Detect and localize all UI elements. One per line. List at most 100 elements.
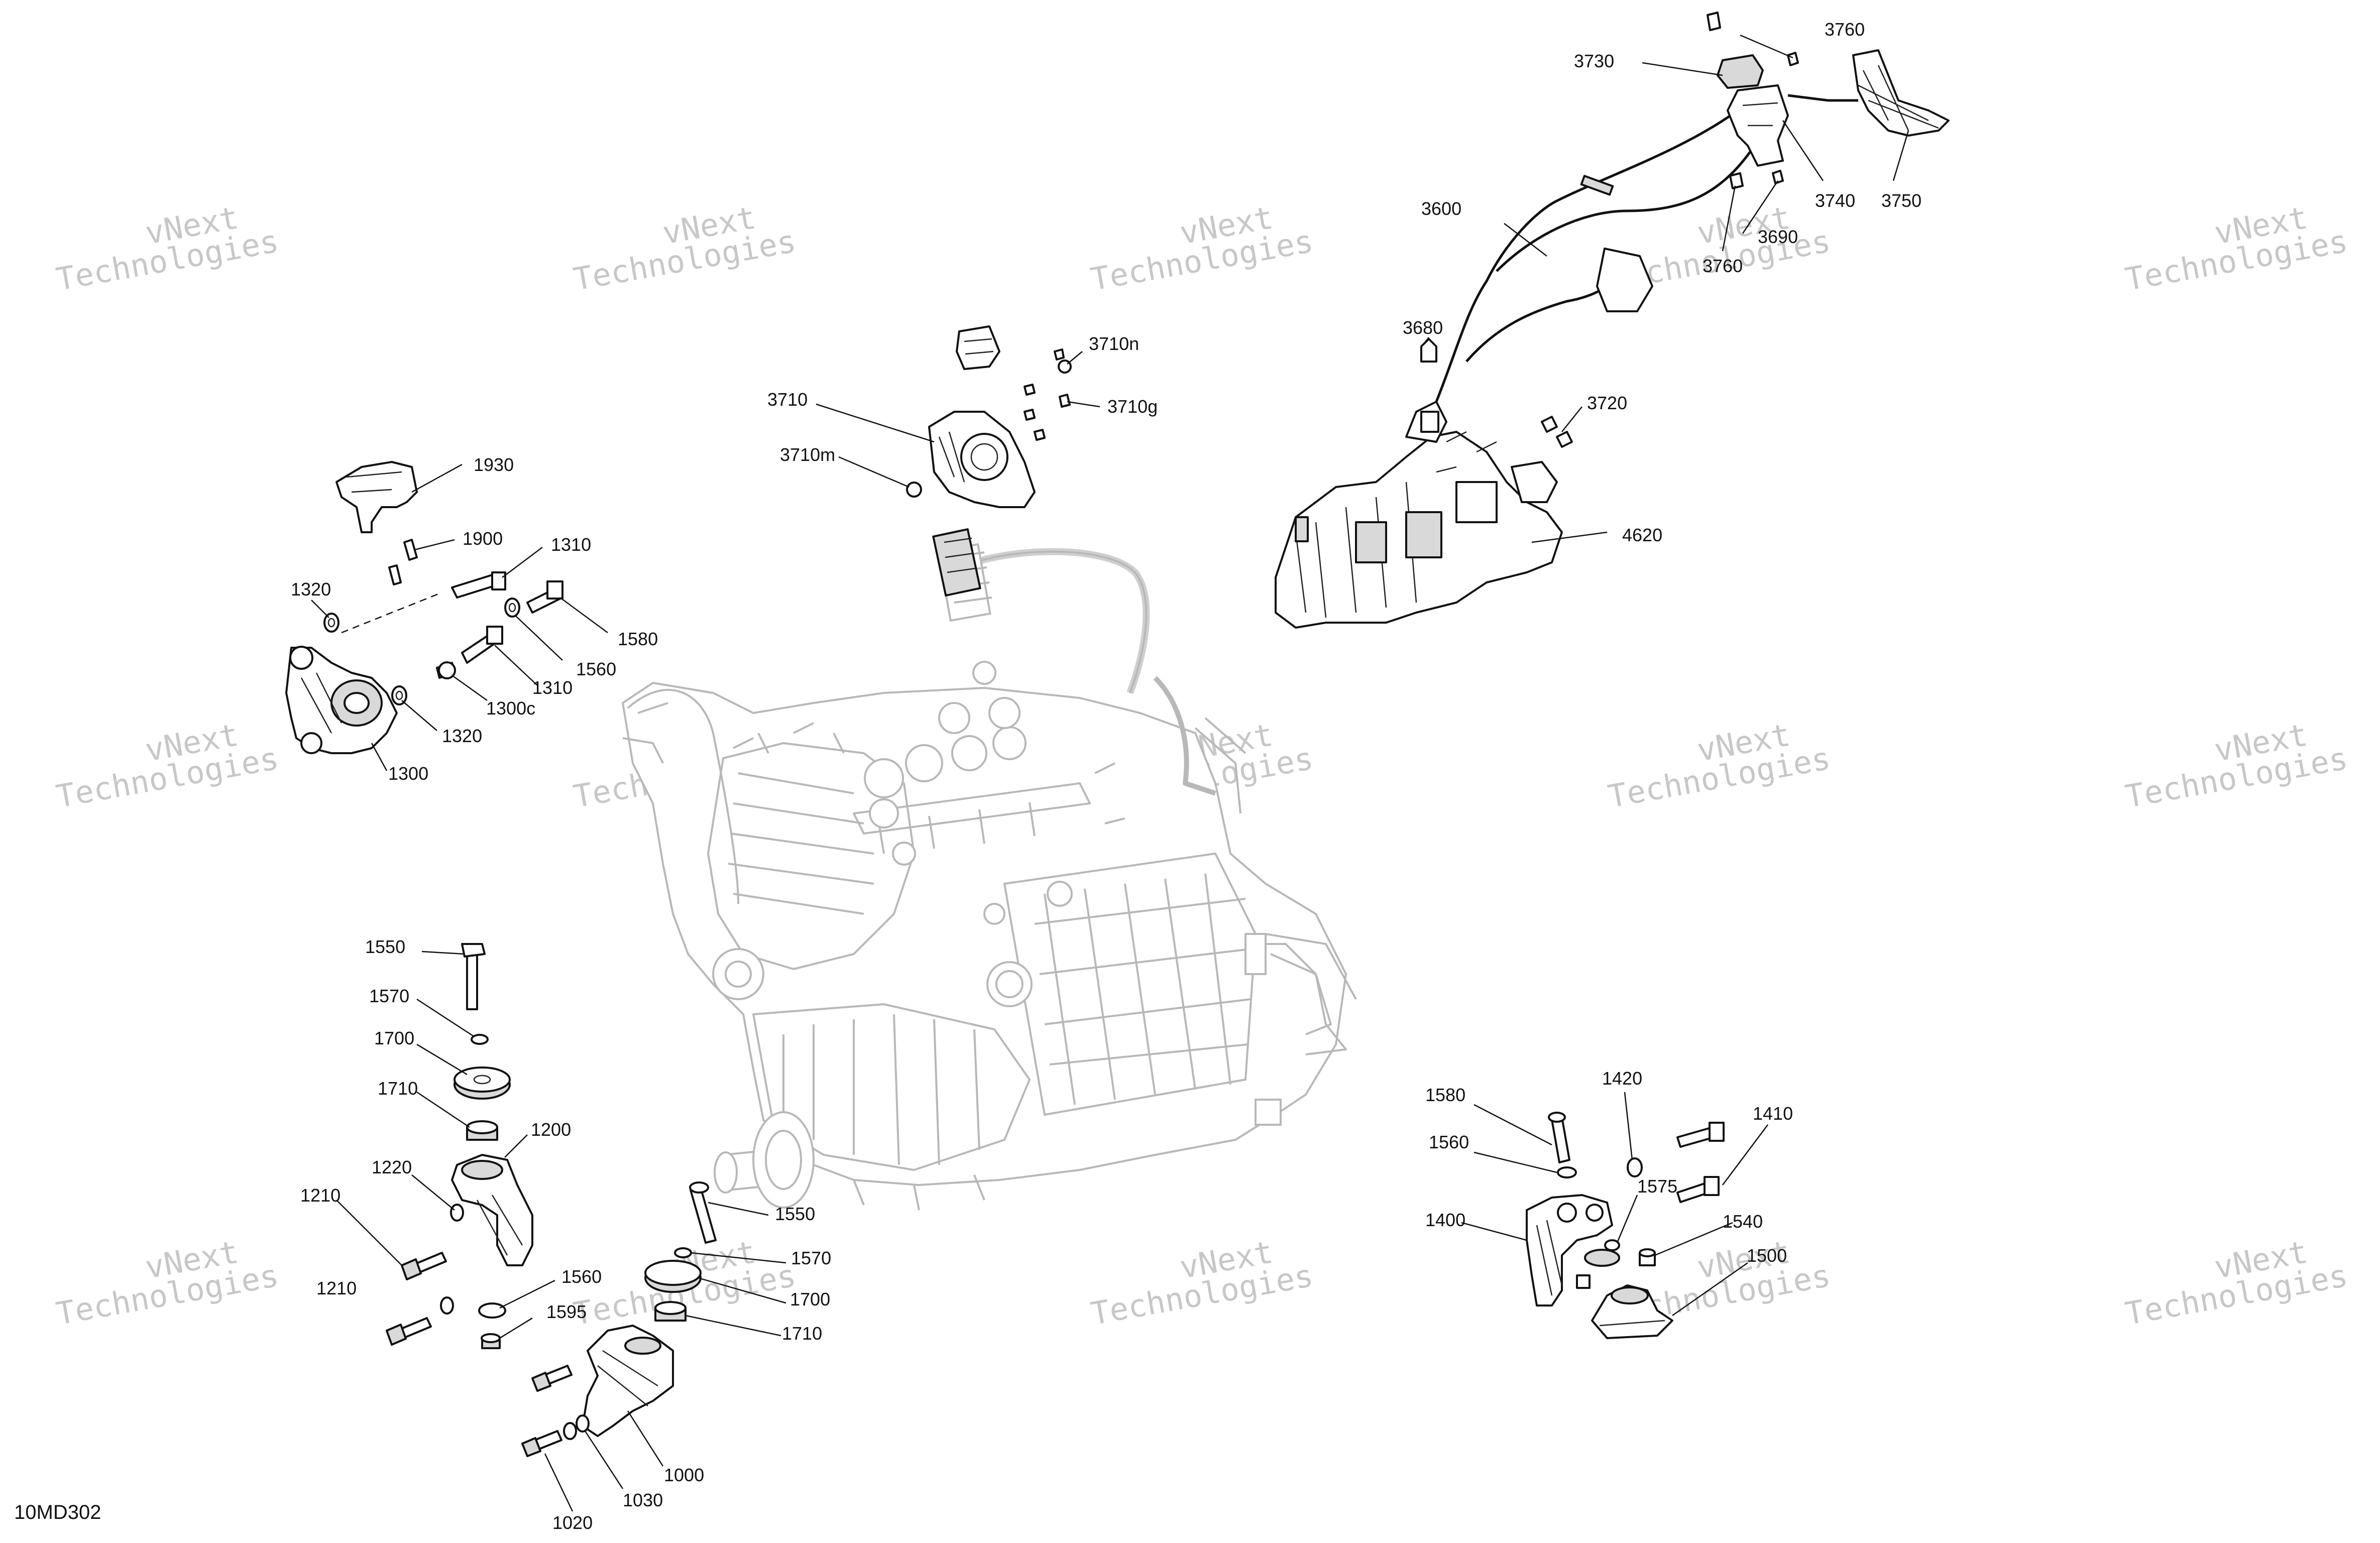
callout-3740: 3740	[1815, 190, 1855, 211]
washer-1570a	[471, 1034, 489, 1045]
callout-1550-center: 1550	[775, 1204, 815, 1224]
cushion-1700b	[644, 1260, 702, 1293]
callout-1400: 1400	[1425, 1210, 1465, 1230]
washer-1420	[1627, 1157, 1643, 1177]
washer-1560b	[440, 1296, 506, 1319]
cushion-1700a	[454, 1066, 511, 1100]
callout-1560-left: 1560	[561, 1266, 602, 1287]
callout-1580-upper: 1580	[618, 629, 658, 649]
bolt-1580b	[1548, 1112, 1570, 1163]
callout-1030: 1030	[623, 1490, 663, 1510]
bracket-1000	[582, 1325, 674, 1437]
callout-1710-center: 1710	[782, 1323, 822, 1344]
diagram-reference: 10MD302	[14, 1501, 101, 1523]
bolt-1900	[388, 539, 418, 585]
callout-3690: 3690	[1758, 226, 1798, 247]
callout-1300: 1300	[388, 763, 428, 784]
callout-3730: 3730	[1574, 51, 1614, 71]
bolt-1580a	[526, 580, 563, 614]
callout-3600: 3600	[1421, 198, 1461, 219]
throttle-actuator-3710	[906, 325, 1072, 597]
callout-1500: 1500	[1747, 1245, 1787, 1266]
callout-1560-right: 1560	[1429, 1132, 1469, 1152]
callout-1900: 1900	[463, 528, 503, 549]
callout-1930: 1930	[474, 454, 514, 475]
callout-3710g: 3710g	[1107, 396, 1158, 417]
callout-1320-upper: 1320	[291, 579, 331, 600]
callout-1710-left: 1710	[378, 1078, 418, 1099]
callout-1210-lower: 1210	[316, 1278, 357, 1298]
washer-1575	[1584, 1239, 1620, 1267]
nut-1540	[1576, 1248, 1656, 1289]
ecm-bracket-4620	[1275, 401, 1563, 629]
callout-3710m: 3710m	[780, 444, 835, 465]
screw-3720	[1541, 416, 1573, 448]
bolt-1410	[1676, 1122, 1725, 1203]
callout-3710n: 3710n	[1089, 333, 1139, 354]
bolt-1210b	[386, 1317, 432, 1346]
nut-1595	[481, 1333, 501, 1349]
callout-1550-left: 1550	[365, 936, 405, 957]
callout-3750: 3750	[1881, 190, 1921, 211]
callout-3720: 3720	[1587, 393, 1627, 413]
callout-1700-left: 1700	[374, 1028, 414, 1048]
callout-1570-center: 1570	[791, 1248, 831, 1268]
bracket-3740	[1727, 84, 1789, 167]
damper-1500	[1591, 1284, 1673, 1339]
nut-1710b	[654, 1301, 687, 1322]
callout-3680: 3680	[1403, 317, 1443, 338]
bolt-1550a	[461, 943, 486, 1010]
engine-assembly-ghost	[621, 543, 1357, 1211]
pedal-cable-3600	[1435, 109, 1759, 402]
callout-3760: 3760	[1825, 19, 1865, 40]
bolt-1310b	[461, 626, 503, 664]
washer-1030	[563, 1414, 590, 1440]
callout-1595: 1595	[546, 1301, 587, 1322]
callout-4620: 4620	[1622, 525, 1662, 545]
callout-1200: 1200	[531, 1119, 571, 1140]
cover-3730	[1717, 54, 1764, 89]
bracket-1200	[451, 1154, 533, 1266]
callout-1310-lower: 1310	[532, 677, 573, 698]
connector-3680	[1420, 338, 1437, 363]
callout-1300c: 1300c	[486, 698, 535, 719]
callout-labels: 3760 3730 3740 3750 3600 3690 3760 3680 …	[14, 19, 1921, 1533]
leader-lines	[311, 34, 1909, 1512]
callout-3760-lower: 3760	[1703, 256, 1743, 276]
screw-3690	[1729, 170, 1784, 189]
bracket-1400	[1526, 1194, 1613, 1307]
callout-1420: 1420	[1602, 1068, 1642, 1089]
callout-1575: 1575	[1637, 1176, 1677, 1197]
callout-1700-center: 1700	[790, 1289, 830, 1310]
bolt-1550b	[689, 1181, 717, 1244]
callout-1410: 1410	[1753, 1103, 1793, 1124]
washer-1570b	[674, 1247, 692, 1258]
callout-1320-lower: 1320	[442, 726, 482, 746]
washer-1220	[450, 1204, 464, 1222]
callout-1570-left: 1570	[369, 986, 409, 1006]
screw-3760-top	[1707, 12, 1799, 66]
callout-1020: 1020	[552, 1512, 593, 1533]
bolt-1020	[521, 1365, 573, 1457]
mount-1300	[285, 646, 398, 754]
bolt-1310a	[451, 571, 506, 599]
washer-1320a	[323, 613, 339, 633]
bolt-1210a	[401, 1252, 447, 1280]
washer-1320b	[391, 685, 407, 705]
callout-1560-upper: 1560	[576, 659, 616, 679]
callout-1220: 1220	[372, 1157, 412, 1177]
nut-1710a	[466, 1120, 498, 1141]
callout-1580-right: 1580	[1425, 1085, 1465, 1105]
callout-1310-upper: 1310	[551, 534, 591, 555]
bracket-1930	[335, 461, 418, 533]
callout-1210-upper: 1210	[300, 1185, 341, 1206]
